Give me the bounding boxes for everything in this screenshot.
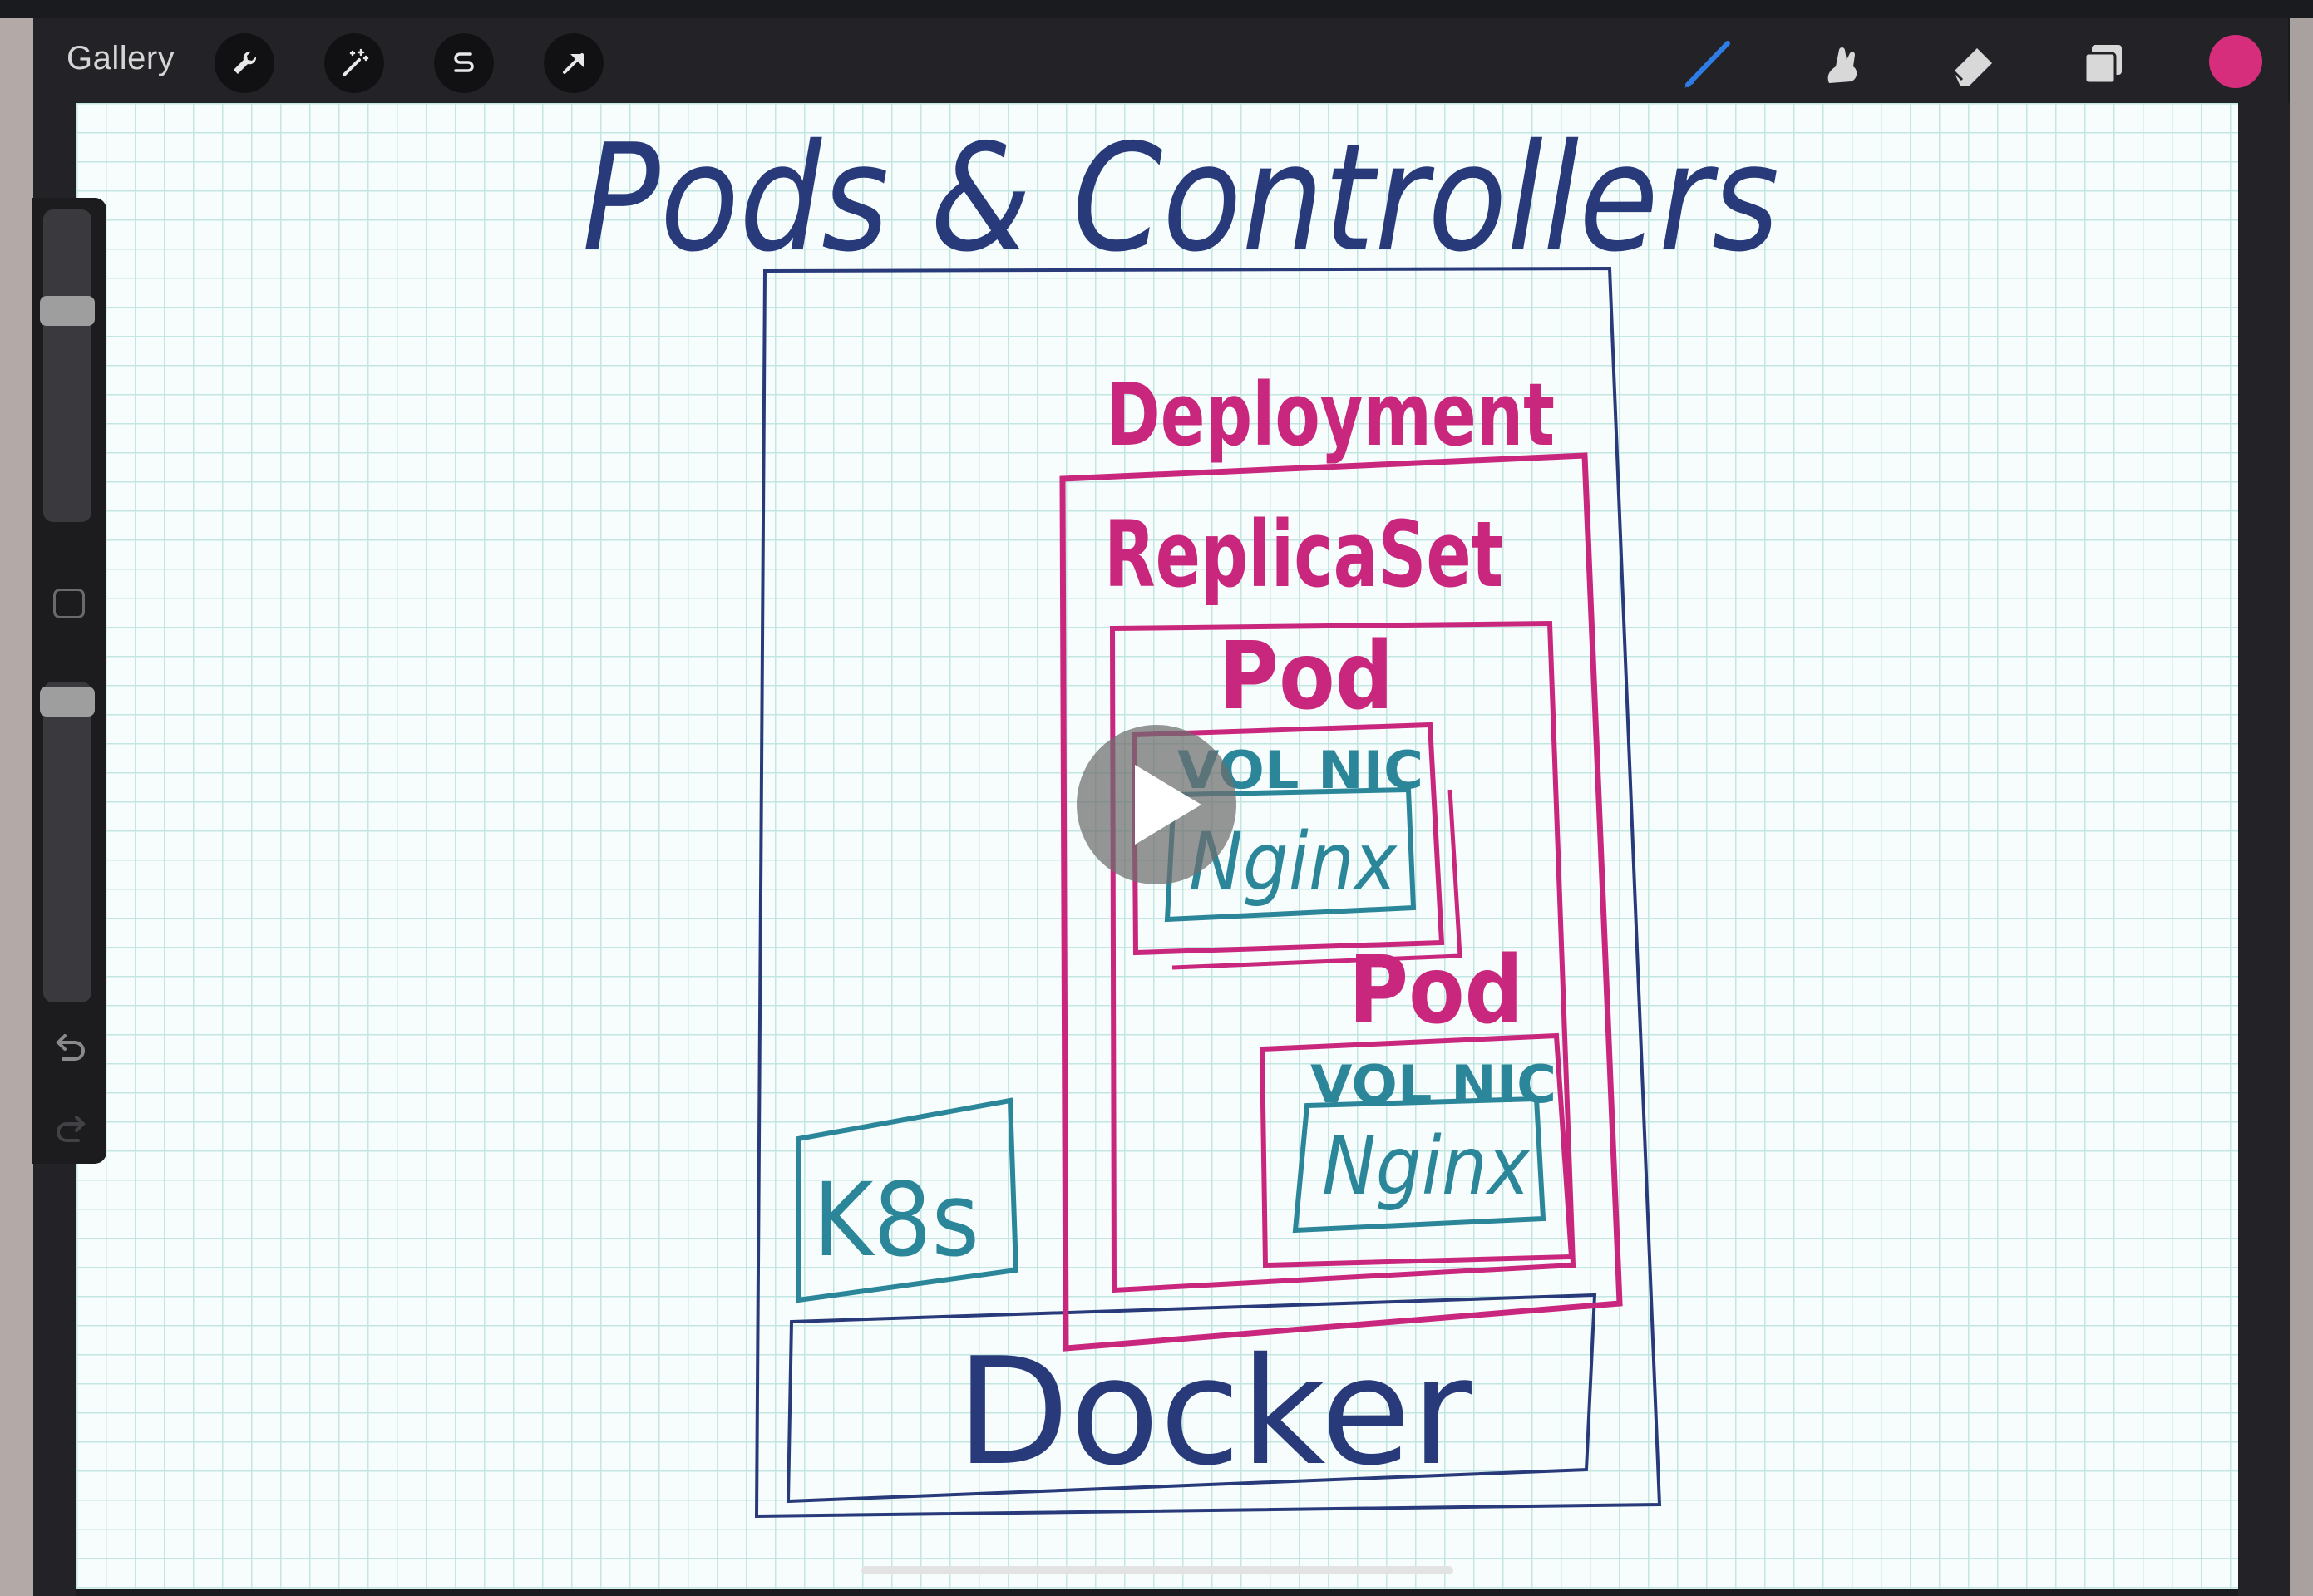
opacity-slider-thumb[interactable] [40,687,95,717]
eraser-icon[interactable] [1944,35,2002,93]
brush-sidebar [32,198,106,1164]
pod1-label: Pod [1219,623,1393,731]
undo-icon[interactable] [50,1029,91,1071]
smudge-icon[interactable] [1812,35,1871,93]
k8s-box [796,1097,1019,1303]
pod2-label: Pod [1349,937,1523,1045]
magic-wand-icon[interactable] [324,33,384,93]
deployment-label: Deployment [1106,364,1555,466]
eyedropper-square-button[interactable] [53,589,85,618]
top-toolbar [33,18,2288,103]
redo-icon[interactable] [50,1111,91,1152]
deployment-box [1059,452,1623,1352]
pod2-box [1259,1032,1575,1268]
home-indicator[interactable] [861,1566,1453,1574]
pod1-box-shadow [1171,789,1462,970]
docker-label: Docker [956,1326,1472,1498]
k8s-label: K8s [813,1161,979,1279]
color-picker-swatch[interactable] [2209,35,2262,88]
docker-box [786,1293,1597,1504]
title-text: Pods & Controllers [582,112,1779,284]
pod2-nginx-label: Nginx [1322,1120,1531,1213]
node-outer-box [754,266,1662,1519]
transform-arrow-icon[interactable] [544,33,604,93]
wrench-icon[interactable] [215,33,274,93]
opacity-slider[interactable] [43,682,91,1002]
selection-s-icon[interactable] [434,33,494,93]
gallery-button[interactable]: Gallery [67,40,175,76]
replicaset-label: ReplicaSet [1104,501,1503,608]
brush-size-slider-thumb[interactable] [40,296,95,326]
background-edge-right [2290,18,2313,1596]
layers-icon[interactable] [2075,35,2133,93]
brush-size-slider[interactable] [43,209,91,522]
replicaset-inner-box [1109,620,1576,1293]
play-icon[interactable] [1135,765,1201,845]
pod2-nginx-box [1292,1096,1546,1234]
background-edge-left [0,18,33,1596]
canvas-frame-right [2238,103,2290,1596]
brush-icon[interactable] [1679,35,1738,93]
